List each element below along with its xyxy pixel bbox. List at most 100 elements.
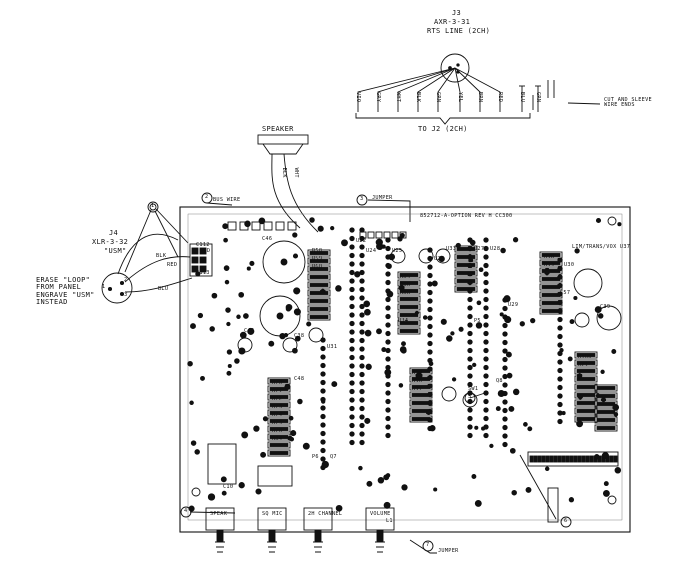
pad [386, 290, 394, 298]
component-ref: U24 [366, 248, 377, 254]
header-pin [191, 247, 199, 255]
pad [320, 345, 326, 352]
resistor [307, 265, 331, 273]
pad [577, 394, 583, 400]
pad [385, 356, 391, 362]
control-shaft [314, 529, 322, 543]
resistor [574, 367, 598, 375]
pad [385, 296, 391, 303]
pad [428, 361, 434, 367]
callout-circle [201, 192, 213, 204]
resistor [539, 251, 563, 259]
header-pin [251, 221, 261, 231]
pad [359, 431, 365, 437]
pad [467, 305, 473, 311]
header-pin [533, 455, 538, 463]
pad [502, 356, 508, 363]
j3-wire-fan [357, 67, 541, 112]
resistor [397, 287, 421, 295]
header-pin [585, 455, 590, 463]
header-pin [367, 231, 375, 239]
component-ref: U22 [356, 238, 367, 244]
resistor-body [309, 259, 329, 263]
pad [525, 486, 532, 493]
resistor [307, 297, 331, 305]
pad [557, 282, 563, 289]
control-knob-ridges [313, 541, 323, 553]
capacitor [435, 248, 451, 264]
pad [359, 303, 365, 310]
resistor [594, 408, 618, 416]
pad [385, 390, 391, 396]
pad [349, 227, 355, 233]
j3-wire-label: RED [497, 92, 503, 103]
component-ref: R100 [578, 354, 592, 360]
pad [294, 335, 301, 342]
control-label: 2H CHANNEL [308, 511, 343, 517]
pad [349, 405, 355, 412]
j4-wire-label: BLU [158, 286, 169, 292]
capacitor [574, 312, 590, 328]
pad [597, 313, 604, 319]
pad [561, 411, 566, 416]
pad [306, 321, 312, 327]
resistor-body [269, 443, 289, 447]
callout-number: 7 [426, 542, 430, 548]
pad [349, 261, 355, 267]
pad [483, 415, 489, 422]
resistor [397, 279, 421, 287]
pad [349, 363, 355, 369]
resistor-body [456, 247, 476, 251]
pad [385, 245, 391, 252]
pad [451, 377, 457, 382]
component-ref: U31 [327, 344, 338, 350]
pad [502, 433, 508, 439]
pad [467, 381, 473, 388]
resistor [267, 417, 291, 425]
resistor-body [309, 251, 329, 255]
resistor [397, 327, 421, 335]
header-pin [545, 455, 550, 463]
pad [483, 347, 489, 354]
component-ref: SW1 [468, 386, 479, 392]
component-ref: R58 [312, 248, 323, 254]
resistor-body [576, 417, 596, 421]
pad [349, 337, 355, 344]
resistor-body [411, 401, 431, 405]
pad [349, 269, 355, 276]
pad [483, 245, 489, 252]
component-ref: R84 [272, 436, 283, 442]
pad [544, 466, 550, 472]
pad [422, 315, 428, 320]
pad [349, 295, 355, 301]
pad [617, 222, 622, 227]
pad [385, 432, 391, 439]
component-ref: R88 [400, 290, 411, 296]
pad [321, 460, 329, 469]
pad [483, 407, 489, 413]
pad [226, 321, 231, 327]
j3-wire [454, 67, 501, 112]
pad [238, 482, 245, 489]
pad [349, 235, 355, 242]
j4-wire-label: BLK [156, 253, 167, 259]
pad [385, 237, 391, 243]
pad [321, 399, 326, 404]
resistor [594, 424, 618, 432]
pad [467, 373, 473, 379]
pad [385, 279, 391, 286]
resistor-body [269, 379, 289, 383]
resistor-body [309, 291, 329, 295]
control-shaft [268, 529, 276, 543]
resistor-body [269, 411, 289, 415]
pad [385, 339, 391, 345]
component-ref: L1 [386, 518, 393, 524]
pad [223, 265, 230, 271]
pad [427, 332, 433, 338]
pad [359, 346, 365, 352]
pad [335, 504, 343, 512]
pad [284, 383, 291, 390]
pad [302, 442, 310, 450]
header-block [257, 465, 293, 487]
